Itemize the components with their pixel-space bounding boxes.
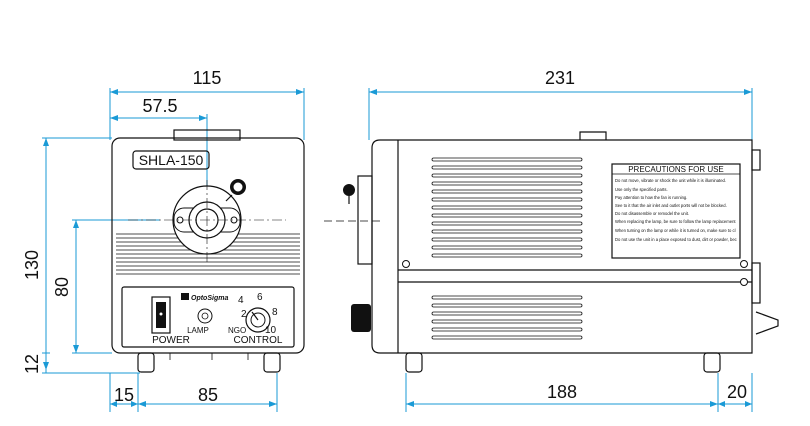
control-panel bbox=[121, 286, 295, 348]
dim-foot-spacing-front: 85 bbox=[198, 385, 218, 405]
side-focus-knob-icon bbox=[343, 184, 355, 196]
knob-scale-2: 2 bbox=[241, 309, 247, 320]
rear-connector bbox=[751, 149, 761, 171]
focus-knob-icon bbox=[225, 179, 246, 202]
precaution-line-1: Do not move, vibrate or shock the unit w… bbox=[615, 178, 726, 183]
rear-panel bbox=[751, 262, 761, 304]
precaution-line-3: Pay attention to how the fan is running. bbox=[615, 195, 687, 200]
side-view: PRECAUTIONS FOR USE Do not move, vibrate… bbox=[324, 131, 779, 373]
knob-scale-10: 10 bbox=[265, 325, 277, 336]
dim-foot-height: 12 bbox=[22, 354, 42, 374]
front-foot-left bbox=[137, 352, 155, 373]
precaution-line-6: When replacing the lamp, be sure to foll… bbox=[615, 219, 736, 224]
dim-foot-offset: 15 bbox=[114, 385, 134, 405]
precautions-title: PRECAUTIONS FOR USE bbox=[628, 165, 724, 174]
rear-clamp-icon bbox=[755, 311, 779, 335]
side-vent-lower bbox=[431, 295, 583, 340]
power-switch bbox=[151, 296, 171, 334]
knob-scale-4: 4 bbox=[238, 295, 244, 306]
dimension-lines bbox=[42, 88, 753, 412]
power-label: POWER bbox=[152, 335, 190, 346]
side-control-knob-icon bbox=[351, 304, 371, 332]
precautions-text: Do not move, vibrate or shock the unit w… bbox=[615, 178, 737, 242]
model-label: SHLA-150 bbox=[139, 152, 204, 168]
brand-logo-icon bbox=[181, 293, 189, 300]
knob-min-label: NGO bbox=[228, 326, 246, 335]
front-view: SHLA-150 bbox=[111, 129, 305, 373]
dim-overall-length: 231 bbox=[545, 68, 575, 88]
model-label-box bbox=[132, 150, 210, 170]
precautions-label bbox=[611, 163, 741, 259]
side-vent-upper bbox=[431, 157, 583, 258]
knob-scale-6: 6 bbox=[257, 292, 263, 303]
precaution-line-4: See to it that the air inlet and outlet … bbox=[615, 203, 727, 208]
dim-overall-width: 115 bbox=[193, 68, 222, 88]
dim-foot-spacing-side: 188 bbox=[547, 382, 577, 402]
precaution-line-8: Do not use the unit in a place exposed t… bbox=[615, 237, 737, 242]
dim-center-height: 80 bbox=[52, 277, 72, 297]
precaution-line-7: When turning on the lamp or while it is … bbox=[615, 228, 736, 233]
lamp-label: LAMP bbox=[187, 326, 209, 335]
precaution-line-5: Do not disassemble or remodel the unit. bbox=[615, 211, 689, 216]
side-foot-rear bbox=[703, 352, 721, 373]
brand-label: OptoSigma bbox=[191, 295, 228, 302]
dim-rear-offset: 20 bbox=[727, 382, 747, 402]
control-label: CONTROL bbox=[234, 335, 283, 346]
dim-half-width: 57.5 bbox=[142, 96, 177, 116]
dim-overall-height: 130 bbox=[22, 250, 42, 280]
lens-tube bbox=[357, 175, 373, 265]
side-foot-front bbox=[405, 352, 423, 373]
knob-scale-8: 8 bbox=[272, 307, 278, 318]
precaution-line-2: Use only the specified parts. bbox=[615, 187, 668, 192]
front-foot-right bbox=[263, 352, 281, 373]
